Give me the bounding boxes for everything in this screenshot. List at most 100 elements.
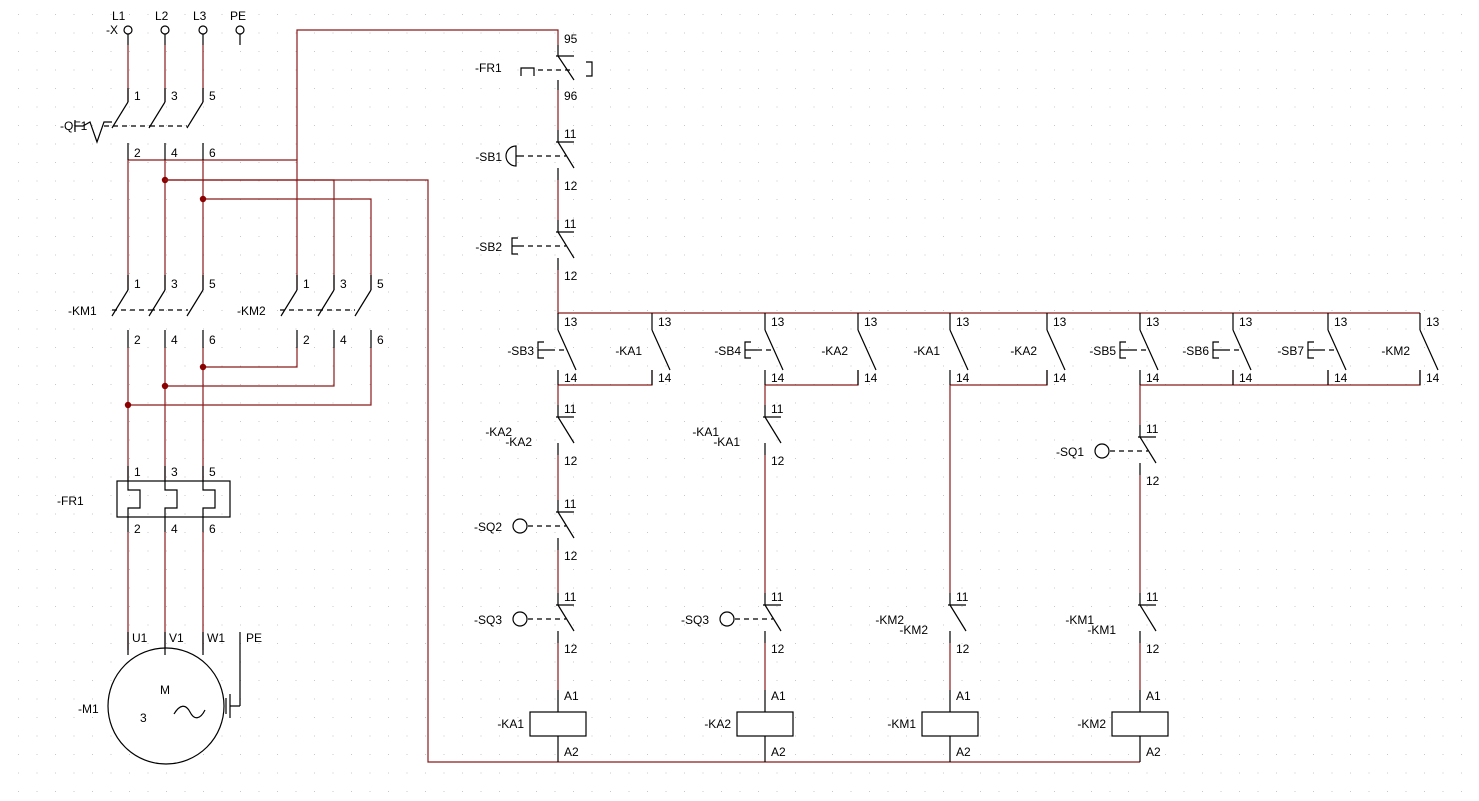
grid-dot bbox=[18, 347, 19, 348]
grid-dot bbox=[1017, 772, 1018, 774]
grid-dot bbox=[739, 273, 741, 274]
grid-dot bbox=[795, 236, 796, 237]
grid-dot bbox=[573, 624, 574, 626]
grid-dot bbox=[221, 291, 223, 293]
grid-dot bbox=[610, 569, 611, 570]
grid-dot bbox=[1350, 476, 1351, 478]
grid-dot bbox=[1146, 661, 1148, 663]
grid-dot bbox=[943, 421, 944, 422]
grid-dot bbox=[462, 735, 463, 737]
grid-dot bbox=[1091, 606, 1092, 607]
grid-dot bbox=[36, 754, 38, 755]
nc-tag: -SQ1 bbox=[1056, 445, 1084, 459]
grid-dot bbox=[480, 550, 482, 552]
grid-dot bbox=[129, 532, 130, 533]
grid-dot bbox=[739, 661, 741, 663]
grid-dot bbox=[1294, 14, 1296, 15]
nc-pin-top: 11 bbox=[564, 590, 577, 604]
grid-dot bbox=[924, 236, 926, 237]
push-actuator bbox=[511, 237, 524, 255]
contactor-pin-out: 4 bbox=[171, 333, 178, 347]
grid-dot bbox=[943, 680, 944, 681]
grid-dot bbox=[702, 291, 704, 293]
grid-dot bbox=[332, 106, 334, 108]
grid-dot bbox=[1331, 291, 1333, 293]
grid-dot bbox=[1313, 550, 1314, 552]
grid-dot bbox=[110, 88, 112, 89]
grid-dot bbox=[1461, 69, 1462, 71]
grid-dot bbox=[591, 51, 593, 52]
grid-dot bbox=[1442, 513, 1444, 515]
grid-dot bbox=[73, 643, 75, 644]
grid-dot bbox=[73, 365, 75, 367]
grid-dot bbox=[536, 14, 537, 15]
grid-dot bbox=[684, 254, 685, 256]
grid-dot bbox=[961, 550, 963, 552]
grid-dot bbox=[684, 217, 685, 219]
grid-dot bbox=[295, 495, 297, 496]
grid-dot bbox=[73, 291, 75, 293]
grid-dot bbox=[813, 698, 815, 700]
grid-dot bbox=[573, 643, 574, 644]
grid-dot bbox=[221, 384, 223, 385]
grid-dot bbox=[1424, 32, 1425, 34]
grid-dot bbox=[832, 569, 833, 570]
grid-dot bbox=[462, 365, 463, 367]
grid-dot bbox=[665, 513, 667, 515]
grid-dot bbox=[739, 180, 741, 182]
grid-dot bbox=[1387, 476, 1388, 478]
grid-dot bbox=[92, 384, 93, 385]
grid-dot bbox=[406, 14, 408, 15]
grid-dot bbox=[1387, 88, 1388, 89]
grid-dot bbox=[18, 476, 19, 478]
grid-dot bbox=[684, 717, 685, 718]
grid-dot bbox=[1387, 236, 1388, 237]
grid-dot bbox=[55, 532, 56, 533]
grid-dot bbox=[147, 532, 149, 533]
grid-dot bbox=[1387, 106, 1388, 108]
grid-dot bbox=[462, 14, 463, 15]
grid-dot bbox=[1035, 143, 1037, 145]
grid-dot bbox=[1239, 476, 1240, 478]
motor-body bbox=[107, 647, 225, 765]
grid-dot bbox=[665, 199, 667, 200]
grid-dot bbox=[1072, 680, 1074, 681]
grid-dot bbox=[129, 125, 130, 126]
grid-dot bbox=[980, 606, 981, 607]
grid-dot bbox=[1294, 439, 1296, 441]
grid-dot bbox=[887, 328, 889, 330]
grid-dot bbox=[462, 143, 463, 145]
grid-dot bbox=[443, 587, 445, 589]
grid-dot bbox=[1368, 106, 1370, 108]
grid-dot bbox=[1387, 513, 1388, 515]
breaker-contact bbox=[111, 101, 129, 129]
grid-dot bbox=[425, 717, 426, 718]
grid-dot bbox=[665, 328, 667, 330]
grid-dot bbox=[813, 606, 815, 607]
grid-dot bbox=[314, 513, 315, 515]
grid-dot bbox=[1091, 180, 1092, 182]
grid-dot bbox=[998, 495, 1000, 496]
grid-dot bbox=[1350, 162, 1351, 163]
grid-dot bbox=[332, 254, 334, 256]
grid-dot bbox=[1442, 569, 1444, 570]
grid-dot bbox=[240, 735, 241, 737]
grid-dot bbox=[129, 624, 130, 626]
grid-dot bbox=[443, 735, 445, 737]
grid-dot bbox=[721, 125, 722, 126]
no-pin-top: 13 bbox=[771, 315, 785, 329]
grid-dot bbox=[1183, 661, 1185, 663]
grid-dot bbox=[73, 661, 75, 663]
grid-dot bbox=[961, 421, 963, 422]
grid-dot bbox=[1405, 347, 1407, 348]
grid-dot bbox=[166, 606, 167, 607]
grid-dot bbox=[1239, 273, 1240, 274]
grid-dot bbox=[517, 254, 519, 256]
grid-dot bbox=[1368, 754, 1370, 755]
grid-dot bbox=[591, 402, 593, 404]
grid-dot bbox=[998, 143, 1000, 145]
grid-dot bbox=[258, 88, 260, 89]
grid-dot bbox=[850, 162, 852, 163]
grid-dot bbox=[1183, 476, 1185, 478]
grid-dot bbox=[702, 680, 704, 681]
